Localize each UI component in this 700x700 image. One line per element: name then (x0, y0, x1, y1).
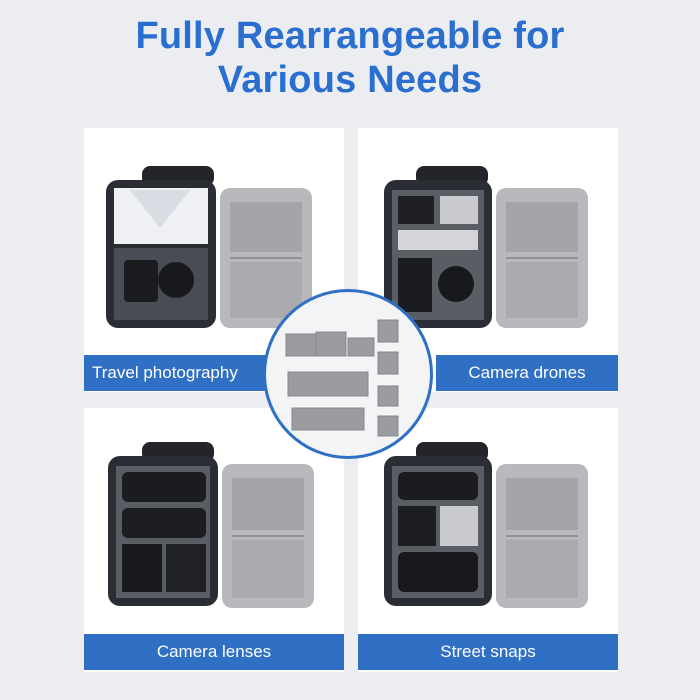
backpack-photo-drones (384, 166, 588, 328)
backpack-photo-lenses (108, 442, 314, 608)
divider-piece (285, 333, 317, 357)
title-line-2: Various Needs (217, 59, 483, 101)
dividers-circle (263, 289, 433, 459)
panel-label-street-snaps: Street snaps (358, 634, 618, 670)
divider-piece (287, 371, 369, 397)
divider-piece (377, 415, 399, 437)
divider-piece (377, 319, 399, 343)
panel-travel-photography: Travel photography (84, 128, 344, 392)
divider-piece (291, 407, 365, 431)
panel-label-travel-photography: Travel photography (84, 355, 272, 391)
panel-label-camera-lenses: Camera lenses (84, 634, 344, 670)
divider-piece (377, 385, 399, 407)
panel-camera-lenses: Camera lenses (84, 408, 344, 672)
panel-label-camera-drones: Camera drones (436, 355, 618, 391)
divider-piece (377, 351, 399, 375)
backpack-photo-street (384, 442, 588, 608)
title-line-1: Fully Rearrangeable for (135, 15, 565, 57)
divider-piece (315, 331, 347, 357)
page-title: Fully Rearrangeable for Various Needs (0, 14, 700, 102)
panel-street-snaps: Street snaps (358, 408, 618, 672)
divider-piece (347, 337, 375, 357)
dividers-illustration (285, 319, 399, 437)
backpack-photo-travel (106, 166, 312, 328)
